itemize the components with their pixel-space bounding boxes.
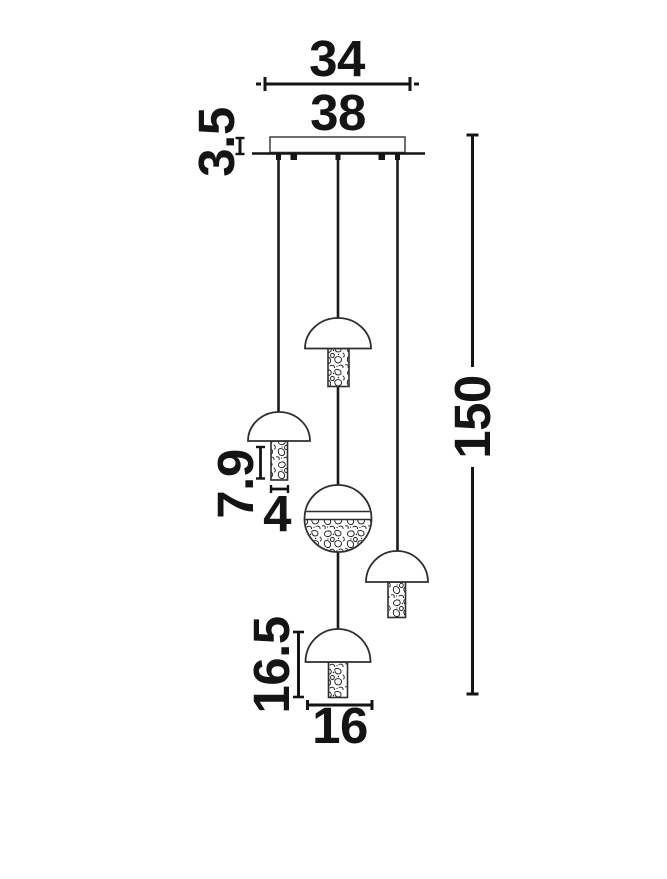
lamp-left [247, 411, 311, 481]
dim-label-stem-width: 4 [263, 485, 292, 542]
textured-stem [327, 661, 349, 699]
canopy-plate [269, 136, 406, 154]
lamp-right [365, 550, 429, 619]
lamp-bottom [304, 628, 372, 699]
dim-tick-canopy-height [235, 136, 245, 156]
sphere-band [305, 510, 371, 521]
textured-stem [387, 581, 407, 619]
dim-line-stem-height [256, 445, 265, 480]
lamp-sphere [303, 484, 373, 553]
dim-label-canopy-inner: 34 [309, 30, 366, 87]
dim-line-shade-diameter [306, 700, 374, 710]
dim-label-stem-height: 7.9 [207, 449, 264, 518]
dim-line-stem-width [269, 485, 290, 493]
suspension-cords [277, 156, 399, 631]
dim-label-canopy-outer: 38 [310, 84, 366, 141]
textured-stem [270, 440, 289, 481]
dim-line-lamp-height [293, 630, 304, 699]
lamp-upper-middle [304, 317, 372, 388]
dim-label-total-height: 150 [444, 375, 501, 459]
dome-shade [304, 317, 372, 350]
dome-shade [365, 550, 429, 583]
dim-label-canopy-height: 3.5 [188, 107, 245, 176]
dome-shade [304, 628, 372, 663]
dim-line-total-height [466, 133, 479, 696]
dome-shade [247, 411, 311, 442]
textured-stem [327, 347, 350, 388]
dim-line-canopy-width [256, 77, 419, 91]
dim-label-lamp-height: 16.5 [243, 616, 300, 713]
sphere-texture [305, 519, 371, 552]
